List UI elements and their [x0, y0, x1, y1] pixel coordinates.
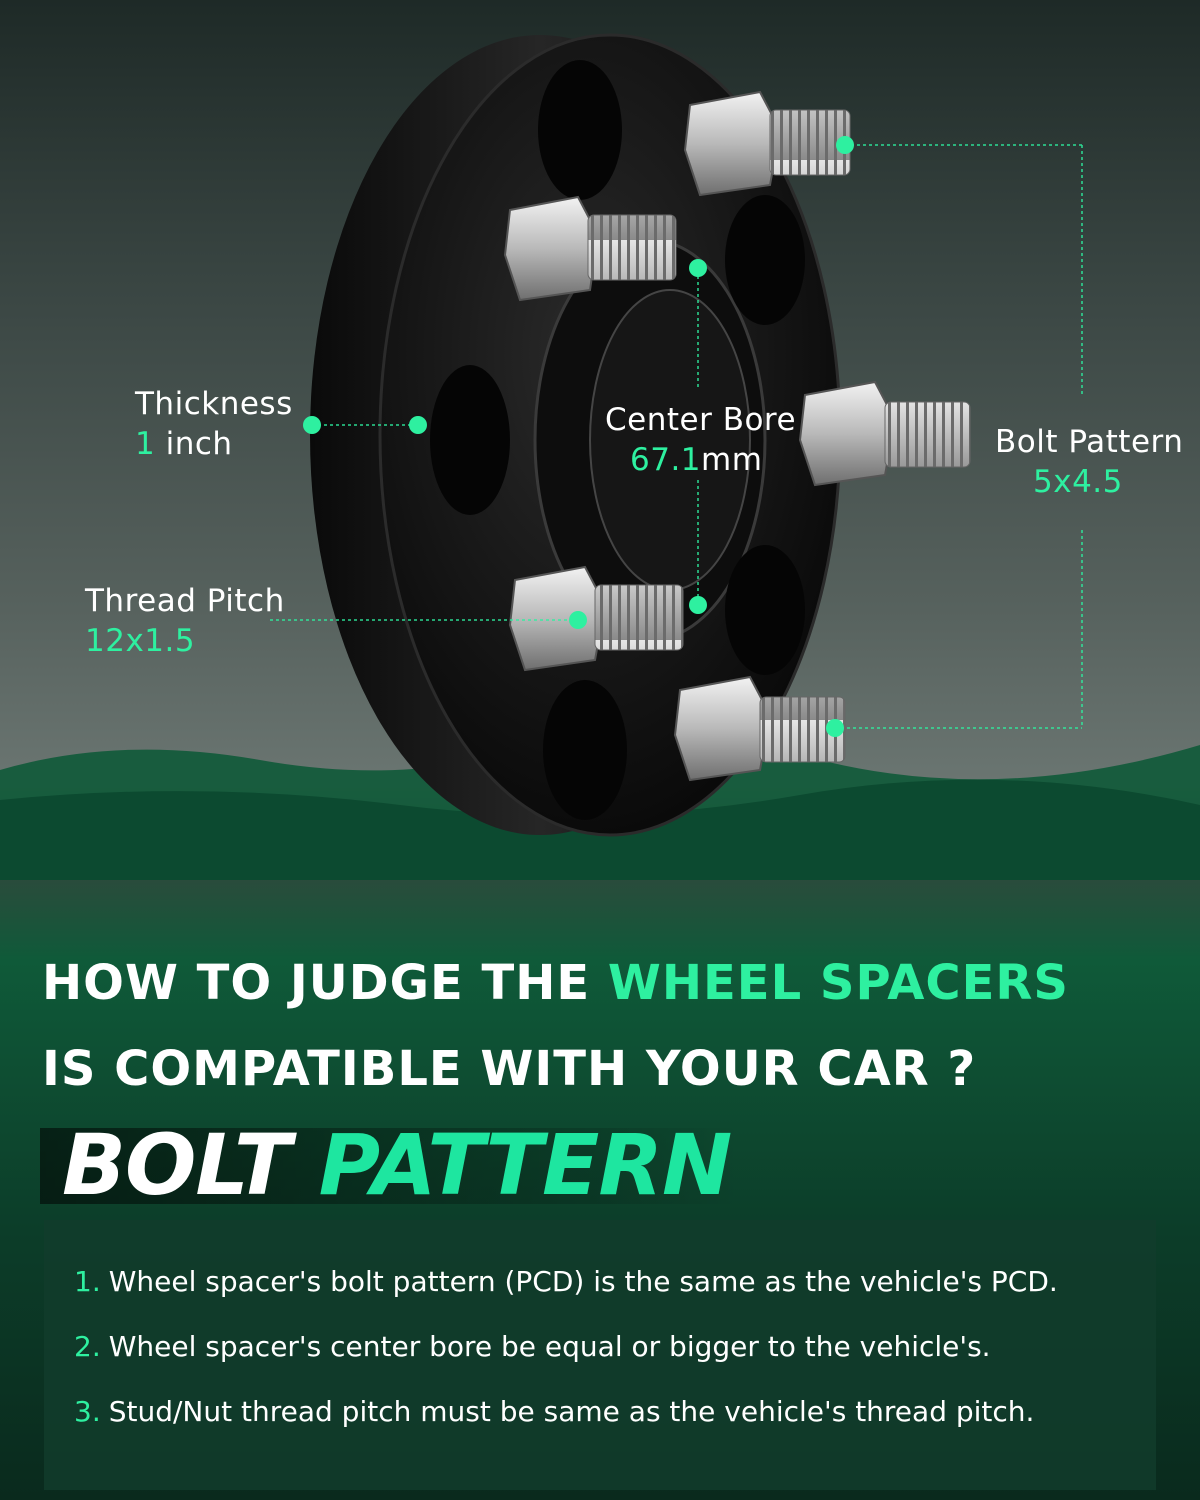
wheel-stud-icon	[673, 675, 846, 782]
section-title-white: BOLT	[62, 1116, 291, 1214]
wheel-spacer-image	[0, 33, 1200, 880]
section-title-band	[40, 1128, 740, 1204]
thread-pitch-title: Thread Pitch	[85, 583, 285, 619]
headline-accent: WHEEL SPACERS	[607, 955, 1069, 1011]
compatibility-steps: 1.Wheel spacer's bolt pattern (PCD) is t…	[44, 1220, 1156, 1490]
wheel-stud-icon	[508, 565, 684, 672]
list-item: 3.Stud/Nut thread pitch must be same as …	[74, 1392, 1034, 1432]
center-bore-value: 67.1	[630, 442, 702, 478]
bolt-pattern-title: Bolt Pattern	[995, 424, 1184, 460]
thickness-value-line: 1 inch	[135, 424, 293, 464]
headline-prefix: HOW TO JUDGE THE	[42, 955, 608, 1011]
step-number: 3.	[74, 1395, 101, 1428]
center-bore-value-line: 67.1mm	[605, 440, 796, 480]
list-item: 1.Wheel spacer's bolt pattern (PCD) is t…	[74, 1262, 1058, 1302]
bolt-pattern-callout: Bolt Pattern 5x4.5	[995, 422, 1183, 502]
callout-dot-icon	[303, 136, 854, 737]
headline-line-2: IS COMPATIBLE WITH YOUR CAR ?	[42, 1041, 977, 1097]
center-bore-unit: mm	[701, 442, 763, 478]
step-text: Stud/Nut thread pitch must be same as th…	[108, 1395, 1035, 1428]
wheel-stud-icon	[683, 90, 851, 197]
list-item: 2.Wheel spacer's center bore be equal or…	[74, 1327, 991, 1367]
thread-pitch-callout: Thread Pitch 12x1.5	[85, 581, 285, 661]
wheel-stud-icon	[798, 380, 971, 487]
step-text: Wheel spacer's center bore be equal or b…	[108, 1330, 991, 1363]
section-title: BOLT PATTERN	[62, 1115, 733, 1215]
thickness-value: 1	[135, 426, 156, 462]
step-number: 2.	[74, 1330, 101, 1363]
step-number: 1.	[74, 1265, 101, 1298]
thickness-unit: inch	[155, 426, 233, 462]
thickness-title: Thickness	[135, 386, 293, 422]
step-text: Wheel spacer's bolt pattern (PCD) is the…	[108, 1265, 1058, 1298]
center-bore-callout: Center Bore 67.1mm	[605, 400, 796, 480]
center-bore-title: Center Bore	[605, 402, 797, 438]
headline: HOW TO JUDGE THE WHEEL SPACERS IS COMPAT…	[42, 940, 1162, 1112]
headline-line-1: HOW TO JUDGE THE WHEEL SPACERS	[42, 940, 1162, 1026]
bolt-pattern-value: 5x4.5	[1033, 464, 1123, 500]
section-title-accent: PATTERN	[318, 1116, 733, 1214]
thread-pitch-value: 12x1.5	[85, 623, 196, 659]
thickness-callout: Thickness 1 inch	[135, 384, 293, 464]
wheel-stud-icon	[503, 195, 677, 302]
